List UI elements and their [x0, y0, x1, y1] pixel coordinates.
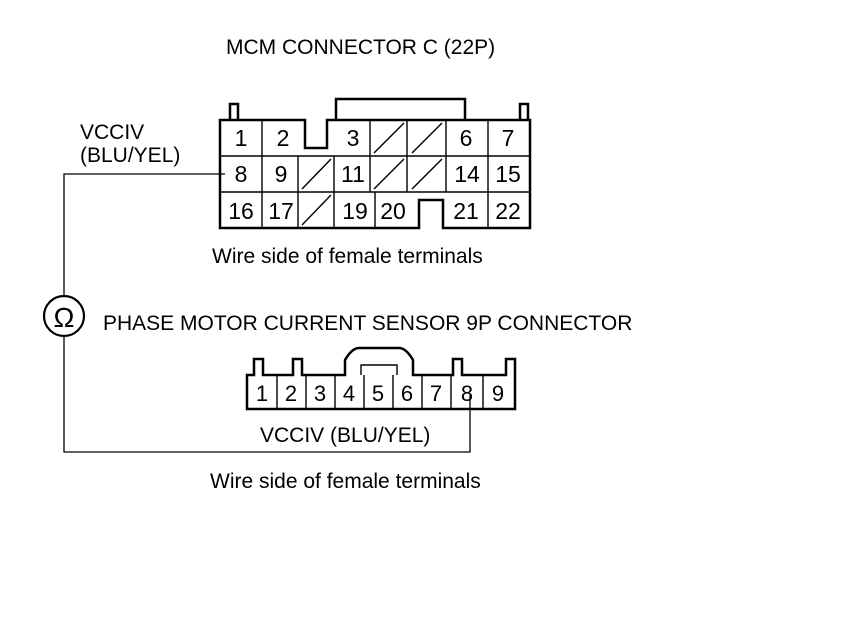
mcm-pin-2: 2 — [277, 125, 290, 151]
mcm-pin-9: 9 — [275, 161, 288, 187]
mcm-pin-20: 20 — [380, 198, 406, 224]
mcm-pin-21: 21 — [453, 198, 479, 224]
mcm-pin-22: 22 — [495, 198, 521, 224]
mcm-pin-6: 6 — [460, 125, 473, 151]
sensor-pin-2: 2 — [285, 381, 297, 406]
mcm-latch — [334, 97, 467, 120]
ohmmeter-icon: Ω — [42, 294, 86, 338]
mcm-pin-7: 7 — [502, 125, 515, 151]
wire-to-mcm-pin-8 — [63, 173, 225, 296]
mcm-left-tab — [228, 102, 240, 120]
wire-to-sensor-pin-8 — [63, 336, 471, 453]
sensor-pin-6: 6 — [401, 381, 413, 406]
sensor-pin-4: 4 — [343, 381, 355, 406]
sensor-pin-3: 3 — [314, 381, 326, 406]
mcm-pin-17: 17 — [268, 198, 294, 224]
wire-label-top-line2: (BLU/YEL) — [80, 144, 180, 167]
wire-label-top-line1: VCCIV — [80, 121, 144, 144]
mcm-pin-11: 11 — [341, 161, 365, 187]
mcm-pin-15: 15 — [495, 161, 521, 187]
sensor-pin-1: 1 — [256, 381, 268, 406]
sensor-pin-8: 8 — [461, 381, 473, 406]
ohm-symbol: Ω — [54, 302, 75, 333]
mcm-pin-16: 16 — [228, 198, 254, 224]
mcm-pin-19: 19 — [342, 198, 368, 224]
sensor-connector: 1 2 3 4 5 6 7 8 9 — [245, 346, 517, 411]
mcm-connector-title: MCM CONNECTOR C (22P) — [226, 36, 495, 59]
mcm-right-tab — [518, 102, 530, 120]
mcm-pin-14: 14 — [454, 161, 480, 187]
mcm-pin-3: 3 — [347, 125, 360, 151]
mcm-caption: Wire side of female terminals — [212, 245, 483, 268]
mcm-pin-8: 8 — [235, 161, 248, 187]
sensor-pin-5: 5 — [372, 381, 384, 406]
sensor-body — [245, 346, 517, 411]
sensor-pin-7: 7 — [430, 381, 442, 406]
sensor-connector-title: PHASE MOTOR CURRENT SENSOR 9P CONNECTOR — [103, 312, 632, 335]
sensor-caption: Wire side of female terminals — [210, 470, 481, 493]
mcm-pin-1: 1 — [235, 125, 248, 151]
mcm-connector: 1 2 3 6 7 8 9 11 14 15 16 17 19 20 21 22 — [218, 97, 532, 230]
wire-label-bottom: VCCIV (BLU/YEL) — [260, 424, 430, 447]
sensor-pin-9: 9 — [492, 381, 504, 406]
mcm-body — [218, 118, 532, 230]
